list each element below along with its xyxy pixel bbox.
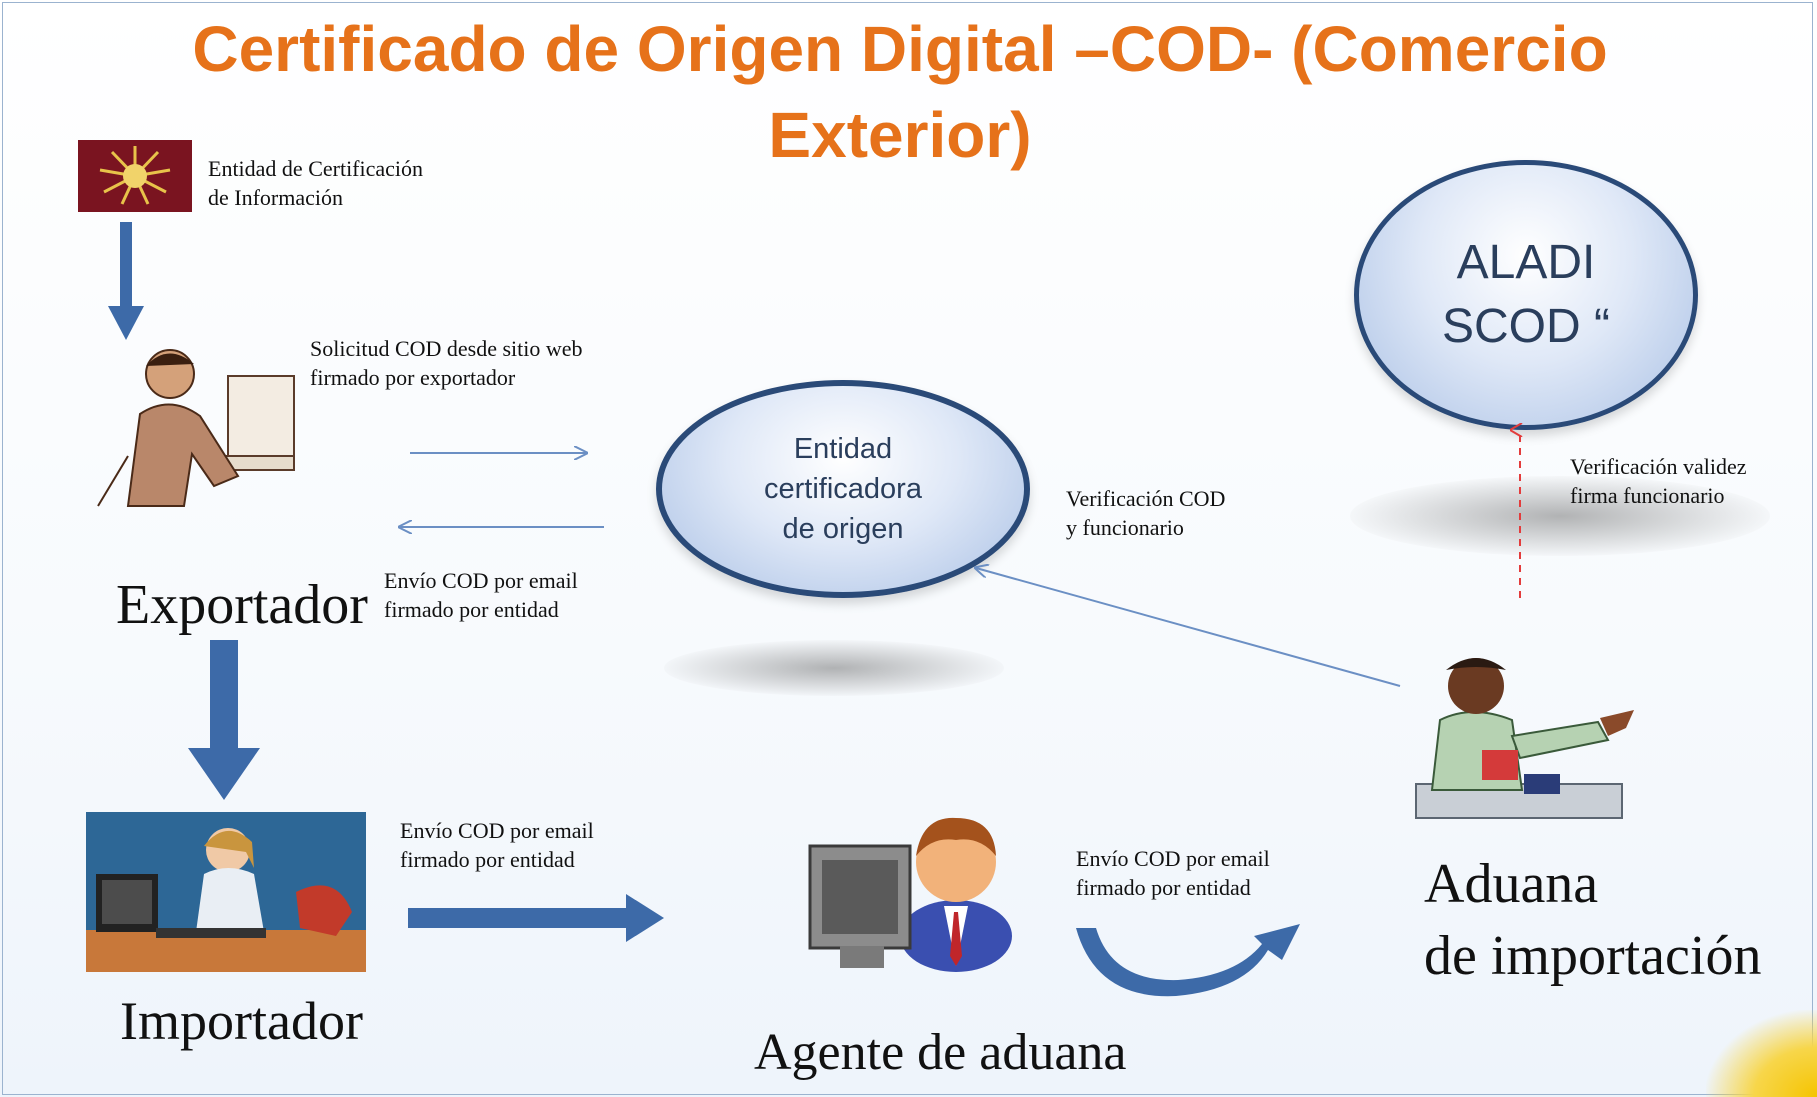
aladi-shadow [1350,476,1770,556]
import-customs-label: Aduana de importación [1424,853,1762,987]
agent-label: Agente de aduana [754,1024,1127,1081]
verification-signature-note: Verificación validez firma funcionario [1570,454,1747,508]
origin-entity-ellipse: Entidad certificadora de origen [656,380,1030,598]
origin-entity-shadow [664,640,1004,696]
exporter-label: Exportador [116,574,368,636]
certification-entity-label: Entidad de Certificación de Información [208,156,424,210]
arrow-importer-to-agent [408,894,664,942]
curved-arrow-agent-to-customs [1076,924,1300,997]
exporter-request-note: Solicitud COD desde sitio web firmado po… [310,336,583,390]
corner-swoosh [1706,1010,1817,1097]
arrow-customs-to-entity [976,568,1401,687]
down-arrow-exporter-to-importer [188,640,260,800]
slide-title: Certificado de Origen Digital –COD- (Com… [192,13,1608,171]
exporter-clipart-icon [88,336,302,514]
customs-officer-clipart-icon [1412,640,1640,828]
agent-send-note: Envío COD por email firmado por entidad [1076,846,1270,900]
down-arrow-seal-to-exporter [108,222,144,340]
importer-label: Importador [120,991,363,1051]
importer-clipart-icon [86,812,366,972]
verification-cod-note: Verificación COD y funcionario [1066,486,1226,540]
seal-icon [78,140,192,212]
importer-send-note: Envío COD por email firmado por entidad [400,818,594,872]
exporter-receive-note: Envío COD por email firmado por entidad [384,568,578,622]
aladi-ellipse: ALADI SCOD “ [1354,160,1698,430]
agent-clipart-icon [804,796,1014,972]
